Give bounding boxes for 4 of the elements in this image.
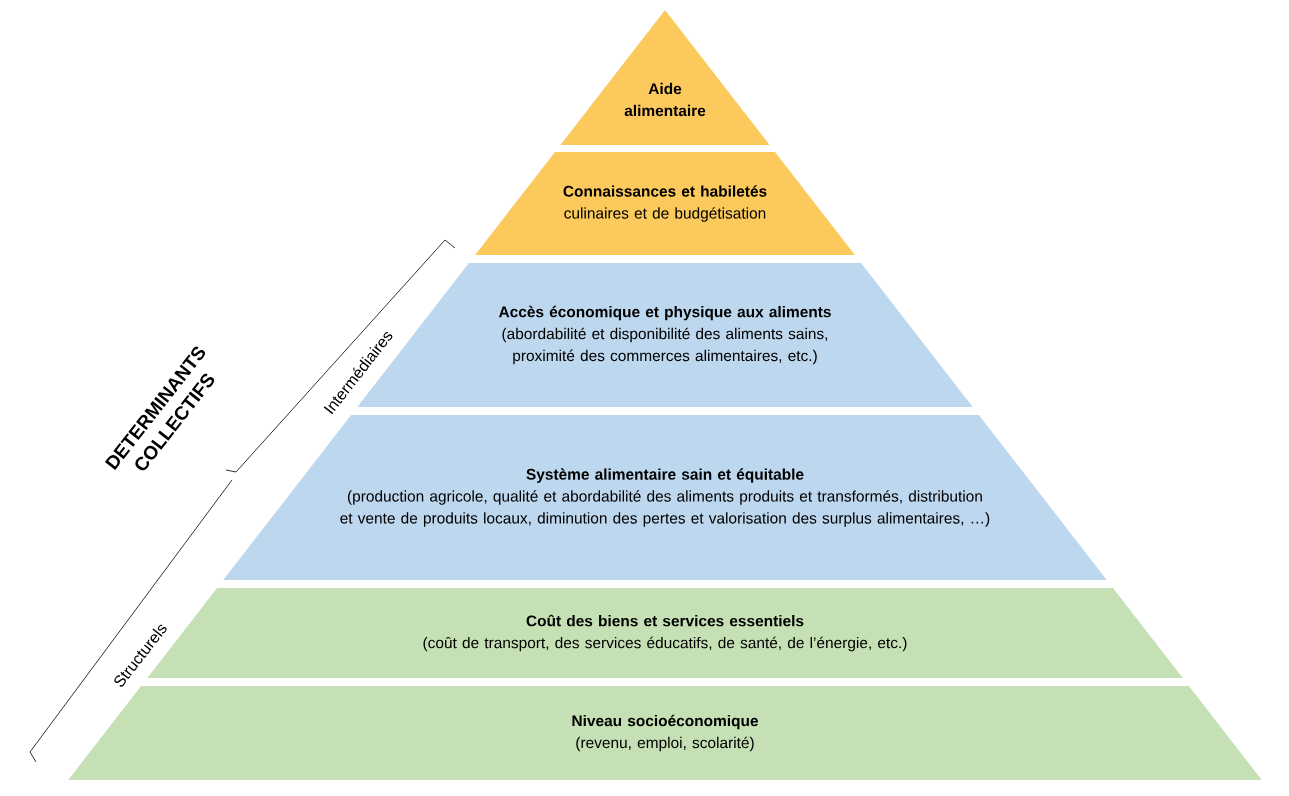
pyramid-band: Niveau socioéconomique (revenu, emploi, scolarité) <box>68 686 1262 780</box>
pyramid-band: Aide alimentaire <box>560 10 770 145</box>
pyramid-band: Système alimentaire sain et équitable (production agricole, qualité et abordabilité des aliments produits et transformés, distribution et vente de produits locaux, diminution des pertes et valorisation des surplus alimentaires, …) <box>223 415 1107 580</box>
pyramid-band: Connaissances et habiletés culinaires et de budgétisation <box>475 152 855 255</box>
